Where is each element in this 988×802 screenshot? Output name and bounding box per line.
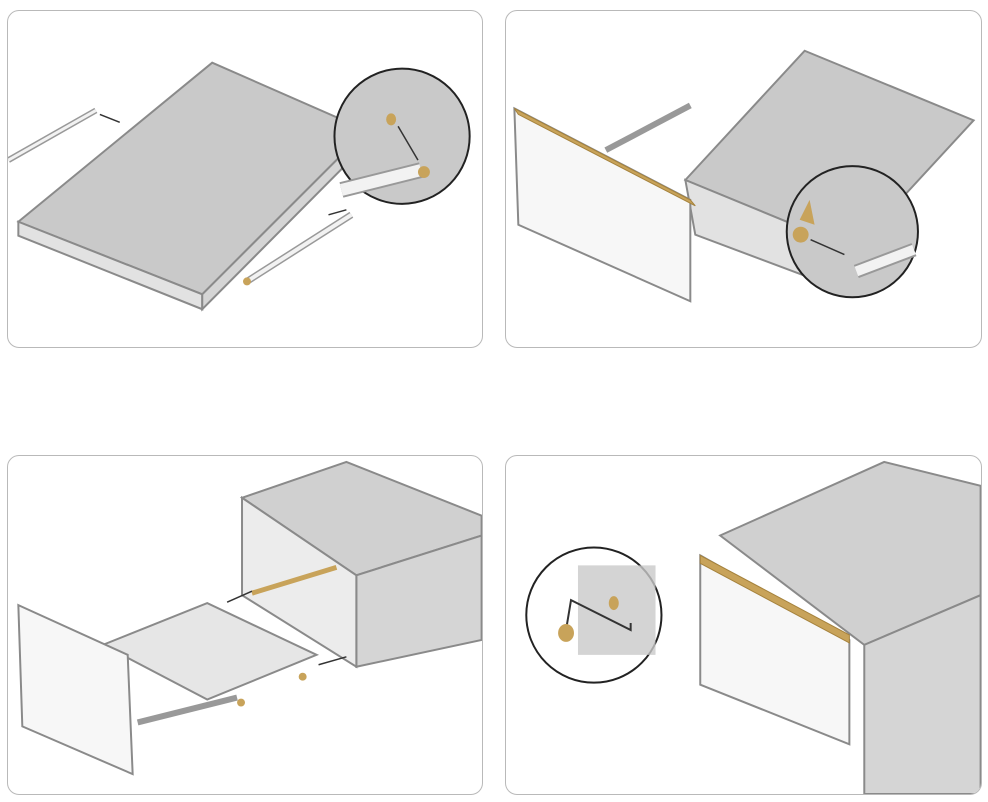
step-1-panel [7,10,483,348]
tray-rail-insert-illustration [8,61,471,312]
step-2-panel [505,10,982,348]
drawer-into-frame-illustration [17,460,482,776]
step-4-panel [505,455,982,795]
drawer-front-attach-illustration [525,460,981,794]
step-3-panel [7,455,483,795]
front-panel-attach-illustration [513,49,976,303]
